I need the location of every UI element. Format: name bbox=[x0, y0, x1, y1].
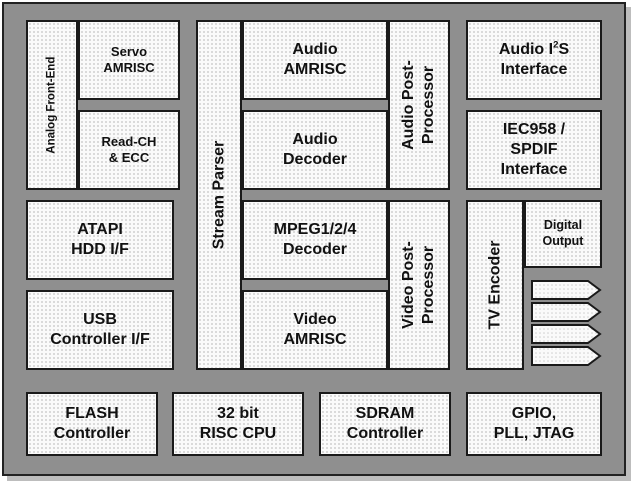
output-arrow bbox=[531, 302, 602, 322]
audio-post-processor-label: Audio Post- Processor bbox=[400, 60, 438, 150]
iec958-spdif-block: IEC958 / SPDIF Interface bbox=[466, 110, 602, 190]
sdram-controller-block: SDRAM Controller bbox=[319, 392, 451, 456]
digital-output-block: Digital Output bbox=[524, 200, 602, 268]
flash-controller-label: FLASH Controller bbox=[53, 405, 131, 442]
connector-bar bbox=[80, 100, 178, 110]
audio-amrisc-block: Audio AMRISC bbox=[242, 20, 388, 100]
atapi-label: ATAPI HDD I/F bbox=[71, 221, 129, 258]
mpeg-decoder-block: MPEG1/2/4 Decoder bbox=[242, 200, 388, 280]
connector-bar bbox=[244, 100, 386, 110]
atapi-block: ATAPI HDD I/F bbox=[26, 200, 174, 280]
analog-front-end-block: Analog Front-End bbox=[26, 20, 78, 190]
stream-parser-block: Stream Parser bbox=[196, 20, 242, 370]
usb-block: USB Controller I/F bbox=[26, 290, 174, 370]
video-post-processor-label: Video Post- Processor bbox=[400, 241, 437, 329]
tv-encoder-block: TV Encoder bbox=[466, 200, 524, 370]
video-post-processor-block: Video Post- Processor bbox=[388, 200, 450, 370]
audio-decoder-label: Audio Decoder bbox=[282, 131, 348, 168]
output-arrow bbox=[531, 280, 602, 300]
analog-front-end-label: Analog Front-End bbox=[45, 56, 58, 154]
output-arrow bbox=[531, 346, 602, 366]
gpio-pll-jtag-label: GPIO, PLL, JTAG bbox=[493, 405, 575, 442]
servo-amrisc-block: Servo AMRISC bbox=[78, 20, 180, 100]
read-ch-ecc-label: Read-CH & ECC bbox=[101, 133, 157, 165]
audio-post-processor-block: Audio Post- Processor bbox=[388, 20, 450, 190]
risc-cpu-label: 32 bit RISC CPU bbox=[199, 405, 277, 442]
video-amrisc-block: Video AMRISC bbox=[242, 290, 388, 370]
risc-cpu-block: 32 bit RISC CPU bbox=[172, 392, 304, 456]
read-ch-ecc-block: Read-CH & ECC bbox=[78, 110, 180, 190]
analog-output-arrows bbox=[531, 280, 602, 366]
flash-controller-block: FLASH Controller bbox=[26, 392, 158, 456]
stream-parser-label: Stream Parser bbox=[210, 140, 228, 250]
mpeg-decoder-label: MPEG1/2/4 Decoder bbox=[273, 221, 357, 258]
usb-label: USB Controller I/F bbox=[50, 311, 150, 348]
digital-output-label: Digital Output bbox=[542, 218, 584, 248]
servo-amrisc-label: Servo AMRISC bbox=[103, 43, 155, 75]
tv-encoder-label: TV Encoder bbox=[486, 240, 503, 330]
output-arrow bbox=[531, 324, 602, 344]
audio-amrisc-label: Audio AMRISC bbox=[283, 41, 347, 78]
sdram-controller-label: SDRAM Controller bbox=[346, 405, 424, 442]
connector-bar bbox=[244, 280, 386, 290]
video-amrisc-label: Video AMRISC bbox=[283, 311, 347, 348]
iec958-label: IEC958 / SPDIF Interface bbox=[500, 121, 568, 178]
audio-decoder-block: Audio Decoder bbox=[242, 110, 388, 190]
gpio-pll-jtag-block: GPIO, PLL, JTAG bbox=[466, 392, 602, 456]
